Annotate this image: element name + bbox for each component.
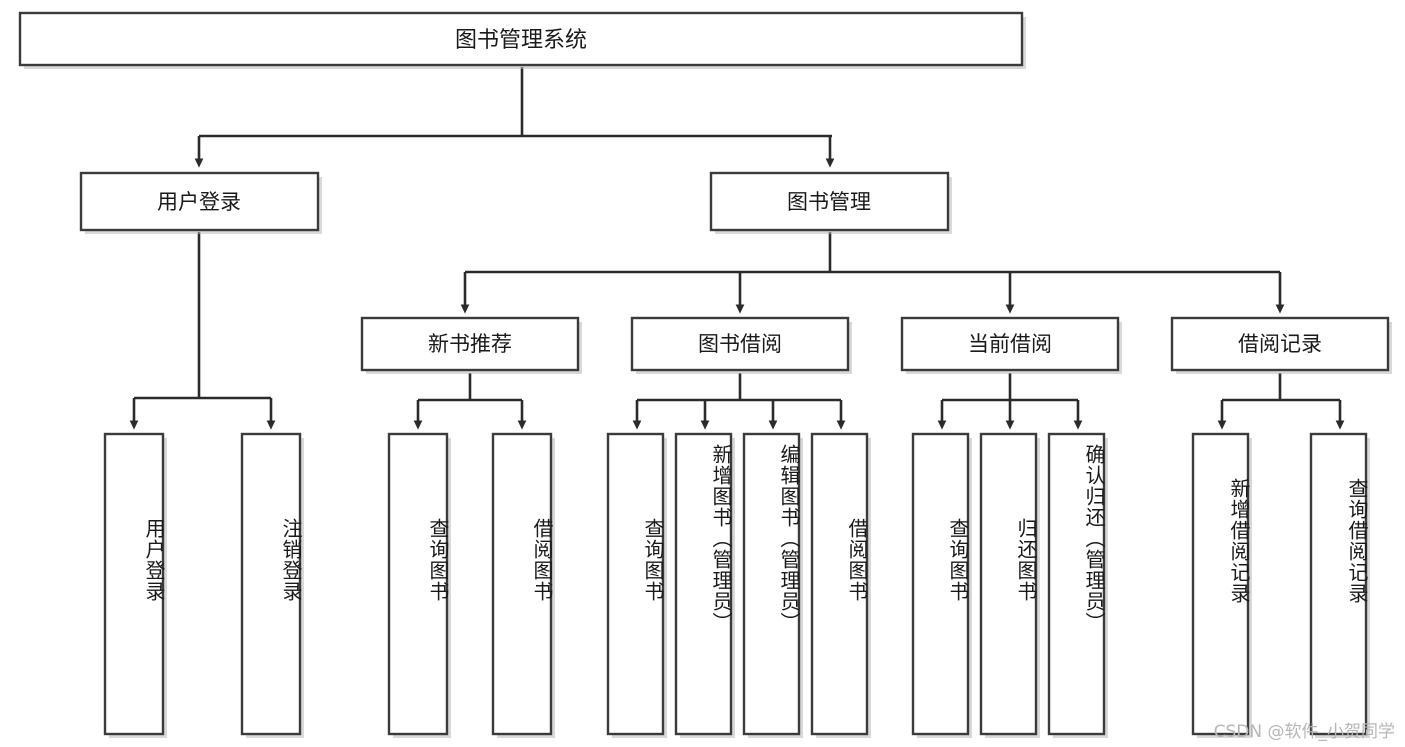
connectors-root (194, 67, 835, 168)
leaf-borrow-record-2[interactable] (1309, 432, 1370, 738)
leaf-book-borrow-2[interactable] (674, 432, 735, 738)
csdn-watermark: CSDN @软件_小贺同学 (1213, 722, 1395, 742)
leaf-user-login-2[interactable] (240, 432, 304, 738)
node-borrow-record[interactable]: 借阅记录 (1170, 316, 1392, 374)
connectors-new-book (413, 373, 527, 430)
node-root-label: 图书管理系统 (455, 28, 587, 53)
node-book-borrow[interactable]: 图书借阅 (630, 316, 852, 374)
leaf-book-borrow-4[interactable] (810, 432, 871, 738)
leaf-current-borrow-3[interactable] (1047, 432, 1108, 738)
leaf-user-login-1[interactable] (103, 432, 167, 738)
node-user-login-label: 用户登录 (157, 190, 241, 214)
leaf-book-borrow-1[interactable] (606, 432, 667, 738)
node-current-borrow-label: 当前借阅 (968, 332, 1052, 356)
node-book-management-label: 图书管理 (787, 190, 871, 214)
node-new-book-recommend-label: 新书推荐 (428, 332, 512, 356)
leaf-book-borrow-3[interactable] (742, 432, 803, 738)
connectors-book-borrow (632, 373, 846, 430)
connectors-user-login (129, 232, 276, 430)
leaf-current-borrow-1[interactable] (911, 432, 972, 738)
node-book-borrow-label: 图书借阅 (698, 332, 782, 356)
leaf-new-book-1[interactable] (387, 432, 451, 738)
connectors-book-mgmt (460, 232, 1285, 314)
node-root[interactable]: 图书管理系统 (18, 11, 1026, 69)
leaf-current-borrow-2[interactable] (979, 432, 1040, 738)
node-user-login[interactable]: 用户登录 (79, 171, 322, 234)
connectors-current-borrow (937, 373, 1083, 430)
node-borrow-record-label: 借阅记录 (1238, 332, 1322, 356)
leaf-new-book-2[interactable] (491, 432, 555, 738)
node-book-management[interactable]: 图书管理 (709, 171, 952, 234)
node-current-borrow[interactable]: 当前借阅 (900, 316, 1122, 374)
node-new-book-recommend[interactable]: 新书推荐 (360, 316, 582, 374)
leaf-borrow-record-1[interactable] (1191, 432, 1252, 738)
connectors-borrow-record (1217, 373, 1345, 430)
